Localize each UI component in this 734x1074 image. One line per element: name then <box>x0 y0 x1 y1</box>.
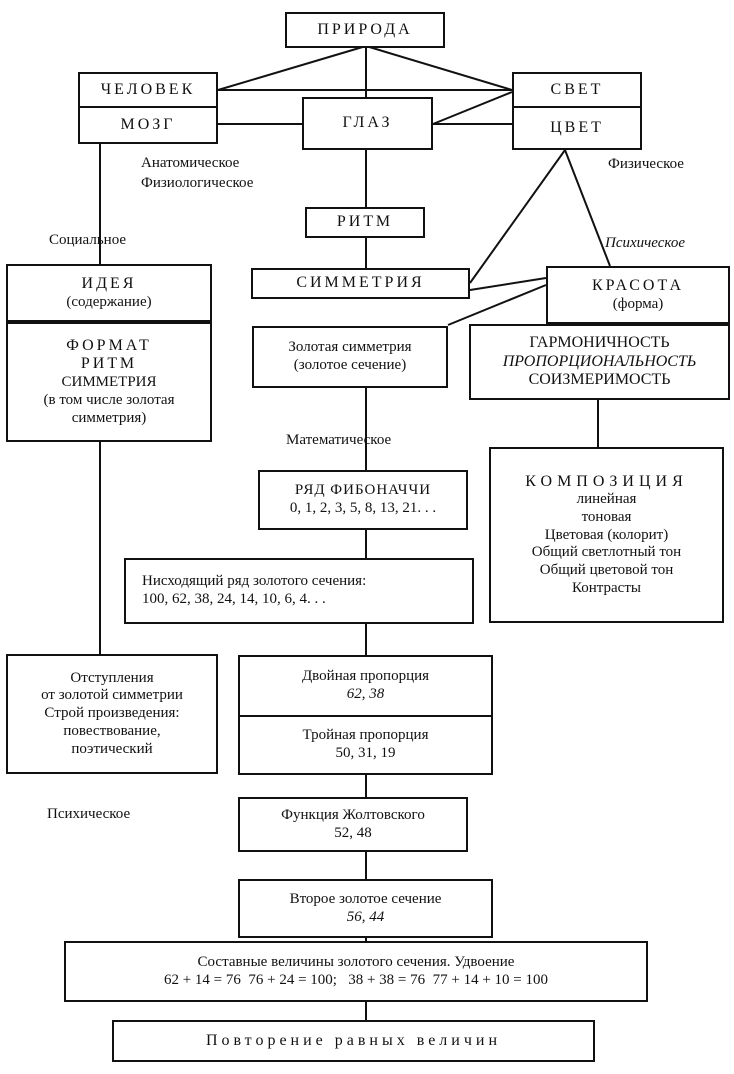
node-krasota: КРАСОТА (форма) <box>546 266 730 324</box>
node-kompoziciya-line5: Общий цветовой тон <box>539 562 674 579</box>
node-priroda-text: ПРИРОДА <box>317 20 413 38</box>
node-fibonacci-series: 0, 1, 2, 3, 5, 8, 13, 21. . . <box>289 500 437 516</box>
node-sostavnye-velichiny: Составные величины золотого сечения. Удв… <box>64 941 648 1002</box>
node-kompoziciya-line6: Контрасты <box>572 579 641 596</box>
link-zolotaya-krasota <box>447 284 547 326</box>
node-vtoroe-line2: 56, 44 <box>346 908 385 925</box>
link-cvet-krasota <box>564 149 611 267</box>
node-kompoziciya-line2: тоновая <box>581 509 632 526</box>
node-dvoynaya-proporciya: Двойная пропорция 62, 38 <box>238 655 493 717</box>
node-cvet-text: ЦВЕТ <box>550 118 604 136</box>
node-format-line2: РИТМ <box>80 355 138 373</box>
label-psihicheskoe-left: Психическое <box>47 806 131 822</box>
node-otstupleniya-line3: Строй произведения: <box>44 705 180 722</box>
node-sostavnye-line2: 62 + 14 = 76 76 + 24 = 100; 38 + 38 = 76… <box>163 971 549 988</box>
node-fibonacci-title: РЯД ФИБОНАЧЧИ <box>294 482 432 499</box>
node-mozg-text: МОЗГ <box>120 115 176 133</box>
link-glaz-svet <box>432 91 513 125</box>
node-povtorenie: Повторение равных величин <box>112 1020 595 1062</box>
node-garmonichnost-line3: СОИЗМЕРИМОСТЬ <box>528 371 671 389</box>
node-ideya: ИДЕЯ (содержание) <box>6 264 212 322</box>
node-otstupleniya-line4: повествование, <box>63 722 161 739</box>
node-kompoziciya-line4: Общий светлотный тон <box>531 544 682 561</box>
link-chelovek-priroda <box>217 45 367 91</box>
node-svet-text: СВЕТ <box>550 80 604 98</box>
node-zolotaya-line2: (золотое сечение) <box>293 357 407 373</box>
node-format-line3: СИММЕТРИЯ <box>61 374 157 391</box>
node-format: ФОРМАТ РИТМ СИММЕТРИЯ (в том числе золот… <box>6 322 212 442</box>
node-krasota-title: КРАСОТА <box>591 276 685 294</box>
node-ideya-title: ИДЕЯ <box>81 274 137 292</box>
node-krasota-sub: (форма) <box>612 295 664 312</box>
node-kompoziciya: КОМПОЗИЦИЯ линейная тоновая Цветовая (ко… <box>489 447 724 623</box>
node-chelovek: ЧЕЛОВЕК <box>78 72 218 108</box>
node-format-line5: симметрия) <box>71 409 147 426</box>
node-otstupleniya-line2: от золотой симметрии <box>41 687 183 704</box>
node-zholtovsky: Функция Жолтовского 52, 48 <box>238 797 468 852</box>
node-zholtovsky-line1: Функция Жолтовского <box>281 806 425 823</box>
link-cvet-simmetriya <box>469 149 566 284</box>
node-garmonichnost: ГАРМОНИЧНОСТЬ ПРОПОРЦИОНАЛЬНОСТЬ СОИЗМЕР… <box>469 324 730 400</box>
node-zolotaya-line1: Золотая симметрия <box>288 339 412 356</box>
label-fiziologicheskoe: Физиологическое <box>141 175 254 191</box>
node-otstupleniya: Отступления от золотой симметрии Строй п… <box>6 654 218 774</box>
label-anatomicheskoe: Анатомическое <box>141 155 240 171</box>
label-psihicheskoe-right: Психическое <box>605 235 686 251</box>
label-fizicheskoe: Физическое <box>608 156 684 172</box>
label-socialnoe: Социальное <box>49 232 127 248</box>
node-kompoziciya-title: КОМПОЗИЦИЯ <box>525 472 688 490</box>
node-format-line4: (в том числе золотая <box>43 392 175 409</box>
node-glaz-text: ГЛАЗ <box>342 114 393 132</box>
node-otstupleniya-line5: поэтический <box>71 740 153 757</box>
node-garmonichnost-line2: ПРОПОРЦИОНАЛЬНОСТЬ <box>502 352 697 370</box>
node-troynaya-line2: 50, 31, 19 <box>335 745 396 761</box>
node-vtoroe-line1: Второе золотое сечение <box>289 890 442 907</box>
node-chelovek-text: ЧЕЛОВЕК <box>100 80 196 98</box>
node-kompoziciya-line1: линейная <box>576 491 637 508</box>
node-ritm: РИТМ <box>305 207 425 238</box>
node-priroda: ПРИРОДА <box>285 12 445 48</box>
node-sostavnye-line1: Составные величины золотого сечения. Удв… <box>197 953 515 970</box>
node-simmetriya-text: СИММЕТРИЯ <box>296 274 425 292</box>
node-format-line1: ФОРМАТ <box>66 336 152 354</box>
link-simmetriya-krasota <box>469 277 547 291</box>
node-mozg: МОЗГ <box>78 106 218 144</box>
node-simmetriya: СИММЕТРИЯ <box>251 268 470 299</box>
node-kompoziciya-line3: Цветовая (колорит) <box>544 526 669 543</box>
node-otstupleniya-line1: Отступления <box>70 669 154 686</box>
node-ritm-text: РИТМ <box>336 213 394 231</box>
node-glaz: ГЛАЗ <box>302 97 433 150</box>
node-fibonacci: РЯД ФИБОНАЧЧИ 0, 1, 2, 3, 5, 8, 13, 21. … <box>258 470 468 530</box>
node-nishodyashchiy-line1: Нисходящий ряд золотого сечения: <box>142 573 367 590</box>
node-nishodyashchiy-line2: 100, 62, 38, 24, 14, 10, 6, 4. . . <box>142 591 326 607</box>
node-nishodyashchiy: Нисходящий ряд золотого сечения: 100, 62… <box>124 558 474 624</box>
node-svet: СВЕТ <box>512 72 642 108</box>
label-matematicheskoe: Математическое <box>286 432 392 448</box>
node-ideya-sub: (содержание) <box>66 293 152 310</box>
node-zholtovsky-line2: 52, 48 <box>334 824 372 841</box>
node-zolotaya-simmetriya: Золотая симметрия (золотое сечение) <box>252 326 448 388</box>
node-cvet: ЦВЕТ <box>512 106 642 150</box>
node-vtoroe-sechenie: Второе золотое сечение 56, 44 <box>238 879 493 938</box>
node-dvoynaya-line1: Двойная пропорция <box>301 668 430 685</box>
node-povtorenie-text: Повторение равных величин <box>205 1031 502 1049</box>
node-dvoynaya-line2: 62, 38 <box>346 686 385 702</box>
node-troynaya-line1: Тройная пропорция <box>302 727 429 744</box>
node-troynaya-proporciya: Тройная пропорция 50, 31, 19 <box>238 715 493 775</box>
link-priroda-svet <box>365 45 513 91</box>
node-garmonichnost-line1: ГАРМОНИЧНОСТЬ <box>529 333 670 351</box>
